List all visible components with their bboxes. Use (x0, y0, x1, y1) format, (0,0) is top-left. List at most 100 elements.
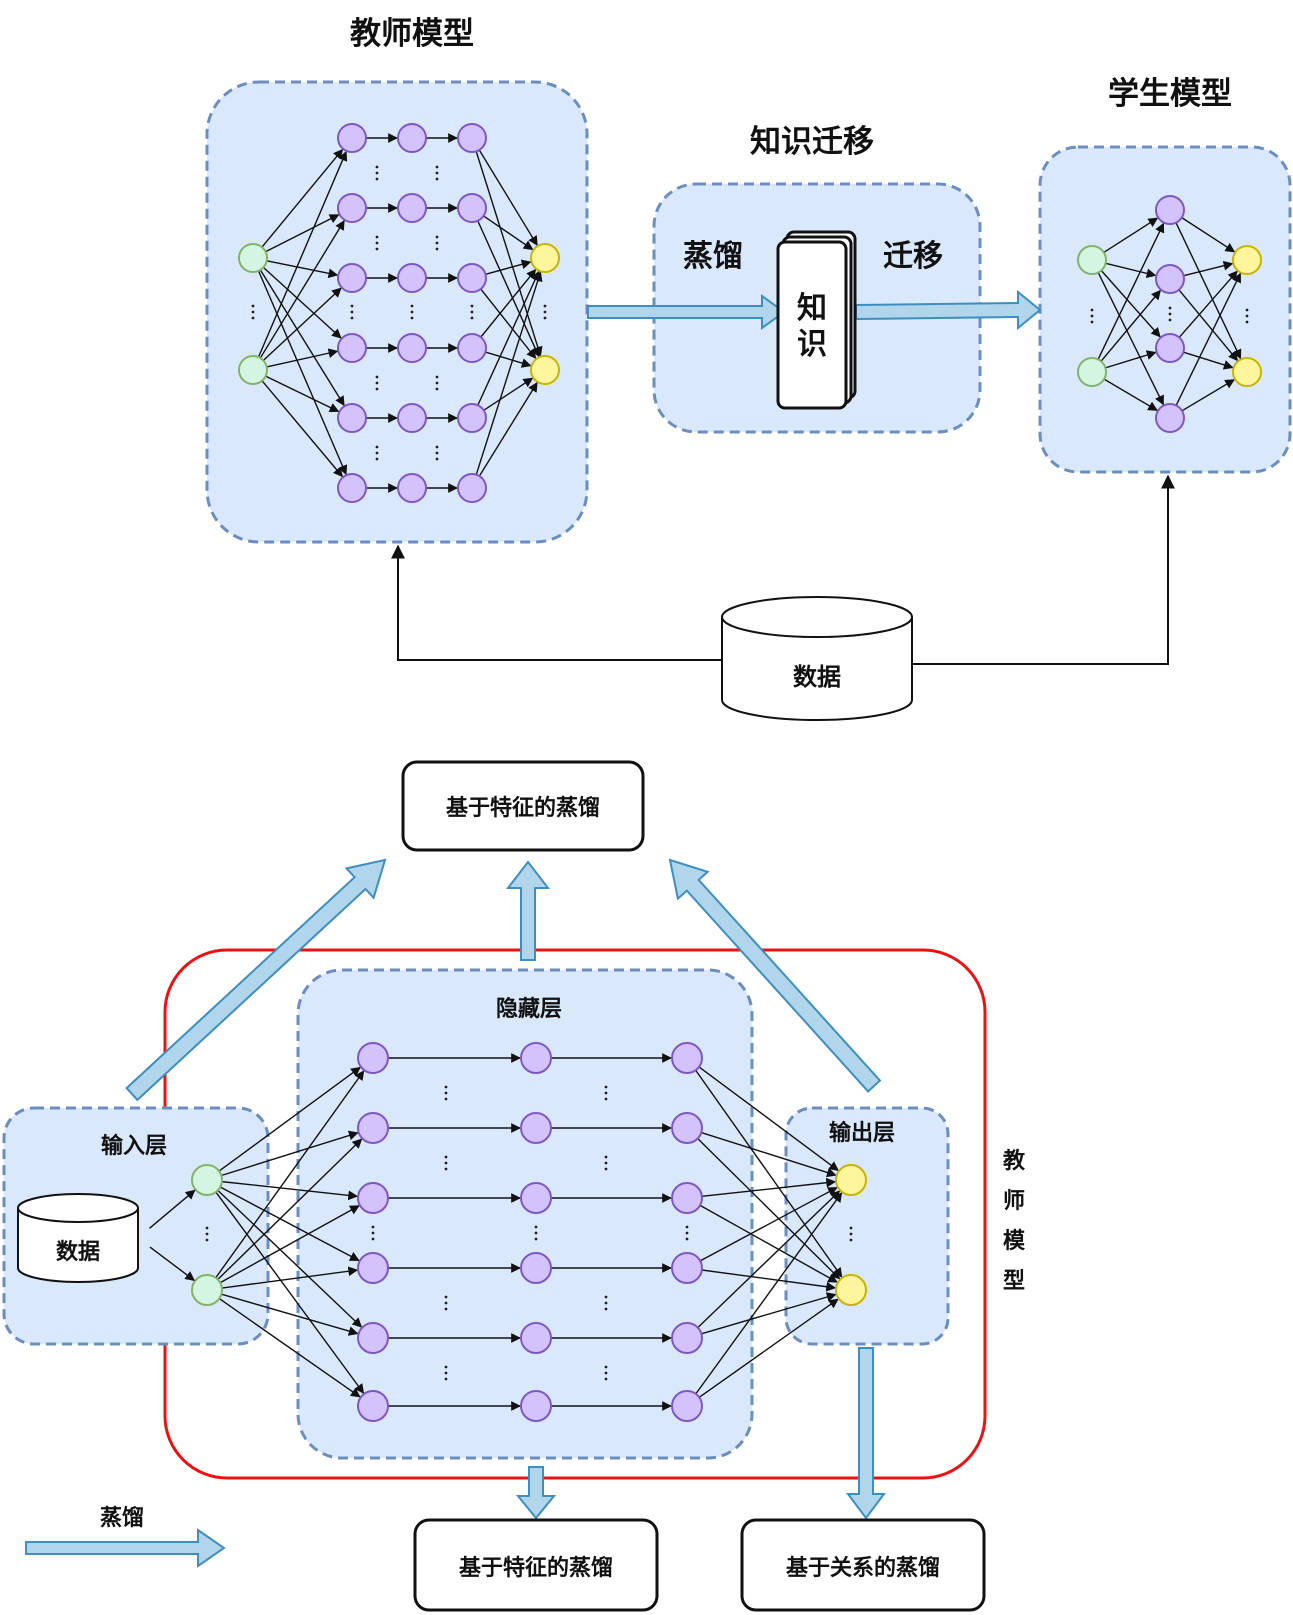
ellipsis-dot (849, 1226, 853, 1230)
ellipsis-dot (604, 1085, 608, 1089)
ellipsis-dot (375, 171, 379, 175)
ellipsis-dot (1245, 308, 1249, 312)
hidden-node (357, 1390, 389, 1422)
hidden-to-feature-arrow-up (505, 860, 551, 961)
ellipsis-dot (444, 1097, 448, 1101)
connection-edge (149, 1189, 196, 1229)
ellipsis-dot (444, 1371, 448, 1375)
feature-distill-box-bottom (413, 1518, 659, 1612)
teacher-char-3: 模 (1003, 1229, 1026, 1254)
hidden-node (457, 403, 487, 433)
teacher-model-title: 教师模型 (350, 16, 474, 52)
ellipsis-dot (604, 1301, 608, 1305)
hidden-node (397, 473, 427, 503)
hidden-node (671, 1322, 703, 1354)
hidden-node (357, 1112, 389, 1144)
teacher-panel (205, 80, 589, 544)
ellipsis-dot (205, 1226, 209, 1230)
ellipsis-dot (470, 310, 474, 314)
output-layer-label: 输出层 (829, 1120, 895, 1146)
connection-edge (259, 269, 345, 407)
feature-distill-label-bottom: 基于特征的蒸馏 (459, 1555, 613, 1581)
connection-edge (701, 1131, 837, 1178)
ellipsis-dot (375, 177, 379, 181)
hidden-layer-panel (296, 968, 754, 1460)
hidden-node (337, 473, 367, 503)
hidden-node (520, 1042, 552, 1074)
input-to-feature-arrow (125, 858, 387, 1102)
ellipsis-dot (435, 445, 439, 449)
input-node (191, 1164, 223, 1196)
connection-edge (1103, 217, 1159, 254)
ellipsis-dot (604, 1371, 608, 1375)
connection-edge (1097, 272, 1164, 406)
ellipsis-dot (534, 1225, 538, 1229)
ellipsis-dot (410, 310, 414, 314)
ellipsis-dot (375, 451, 379, 455)
ellipsis-dot (1090, 314, 1094, 318)
ellipsis-dot (375, 457, 379, 461)
teacher-char-1: 教 (1003, 1148, 1026, 1174)
hidden-node (671, 1182, 703, 1214)
ellipsis-dot (685, 1225, 689, 1229)
ellipsis-dot (435, 177, 439, 181)
connection-edge (1183, 351, 1234, 370)
knowledge-char-zhi: 知 (797, 291, 827, 326)
hidden-node (337, 333, 367, 363)
ellipsis-dot (435, 165, 439, 169)
hidden-node (337, 123, 367, 153)
hidden-node (1155, 403, 1185, 433)
connection-edge (1181, 379, 1235, 412)
ellipsis-dot (604, 1365, 608, 1369)
output-node (1232, 357, 1262, 387)
ellipsis-dot (444, 1085, 448, 1089)
hidden-node (520, 1390, 552, 1422)
ellipsis-dot (1090, 308, 1094, 312)
relation-distill-box (740, 1518, 986, 1612)
connection-edge (262, 287, 342, 361)
ellipsis-dot (435, 381, 439, 385)
connection-edge (475, 151, 543, 357)
ellipsis-dot (375, 445, 379, 449)
ellipsis-dot (444, 1167, 448, 1171)
data-to-student-connector (912, 474, 1175, 665)
connection-edge (218, 1298, 361, 1398)
ellipsis-dot (685, 1237, 689, 1241)
teacher-char-2: 师 (1003, 1188, 1025, 1214)
ellipsis-dot (604, 1097, 608, 1101)
hidden-node (337, 193, 367, 223)
hidden-node (520, 1112, 552, 1144)
ellipsis-dot (604, 1155, 608, 1159)
ellipsis-dot (444, 1161, 448, 1165)
connection-edge (477, 270, 540, 406)
connection-edge (701, 1177, 837, 1198)
connection-edge (1175, 222, 1242, 360)
connection-edge (483, 377, 534, 411)
output-to-relation-arrow (846, 1347, 886, 1520)
ellipsis-dot (371, 1225, 375, 1229)
connection-edge (221, 1130, 359, 1177)
hidden-node (337, 403, 367, 433)
connection-edge (257, 270, 348, 476)
connection-edge (701, 1269, 837, 1292)
ellipsis-dot (1245, 320, 1249, 324)
hidden-node (357, 1322, 389, 1354)
hidden-node (520, 1182, 552, 1214)
hidden-node (671, 1252, 703, 1284)
connection-edge (219, 1186, 360, 1262)
connection-edge (261, 148, 344, 248)
connection-edge (266, 348, 339, 368)
feature-distill-label-top: 基于特征的蒸馏 (446, 795, 600, 821)
connection-edge (218, 1066, 361, 1172)
hidden-node (457, 263, 487, 293)
connection-edge (1183, 260, 1234, 277)
ellipsis-dot (375, 387, 379, 391)
hidden-node (520, 1322, 552, 1354)
hidden-node (397, 333, 427, 363)
input-node (238, 243, 268, 273)
ellipsis-dot (435, 247, 439, 251)
input-node (1077, 245, 1107, 275)
connection-edge (698, 1298, 839, 1398)
connection-edge (475, 271, 543, 475)
hidden-node (457, 333, 487, 363)
